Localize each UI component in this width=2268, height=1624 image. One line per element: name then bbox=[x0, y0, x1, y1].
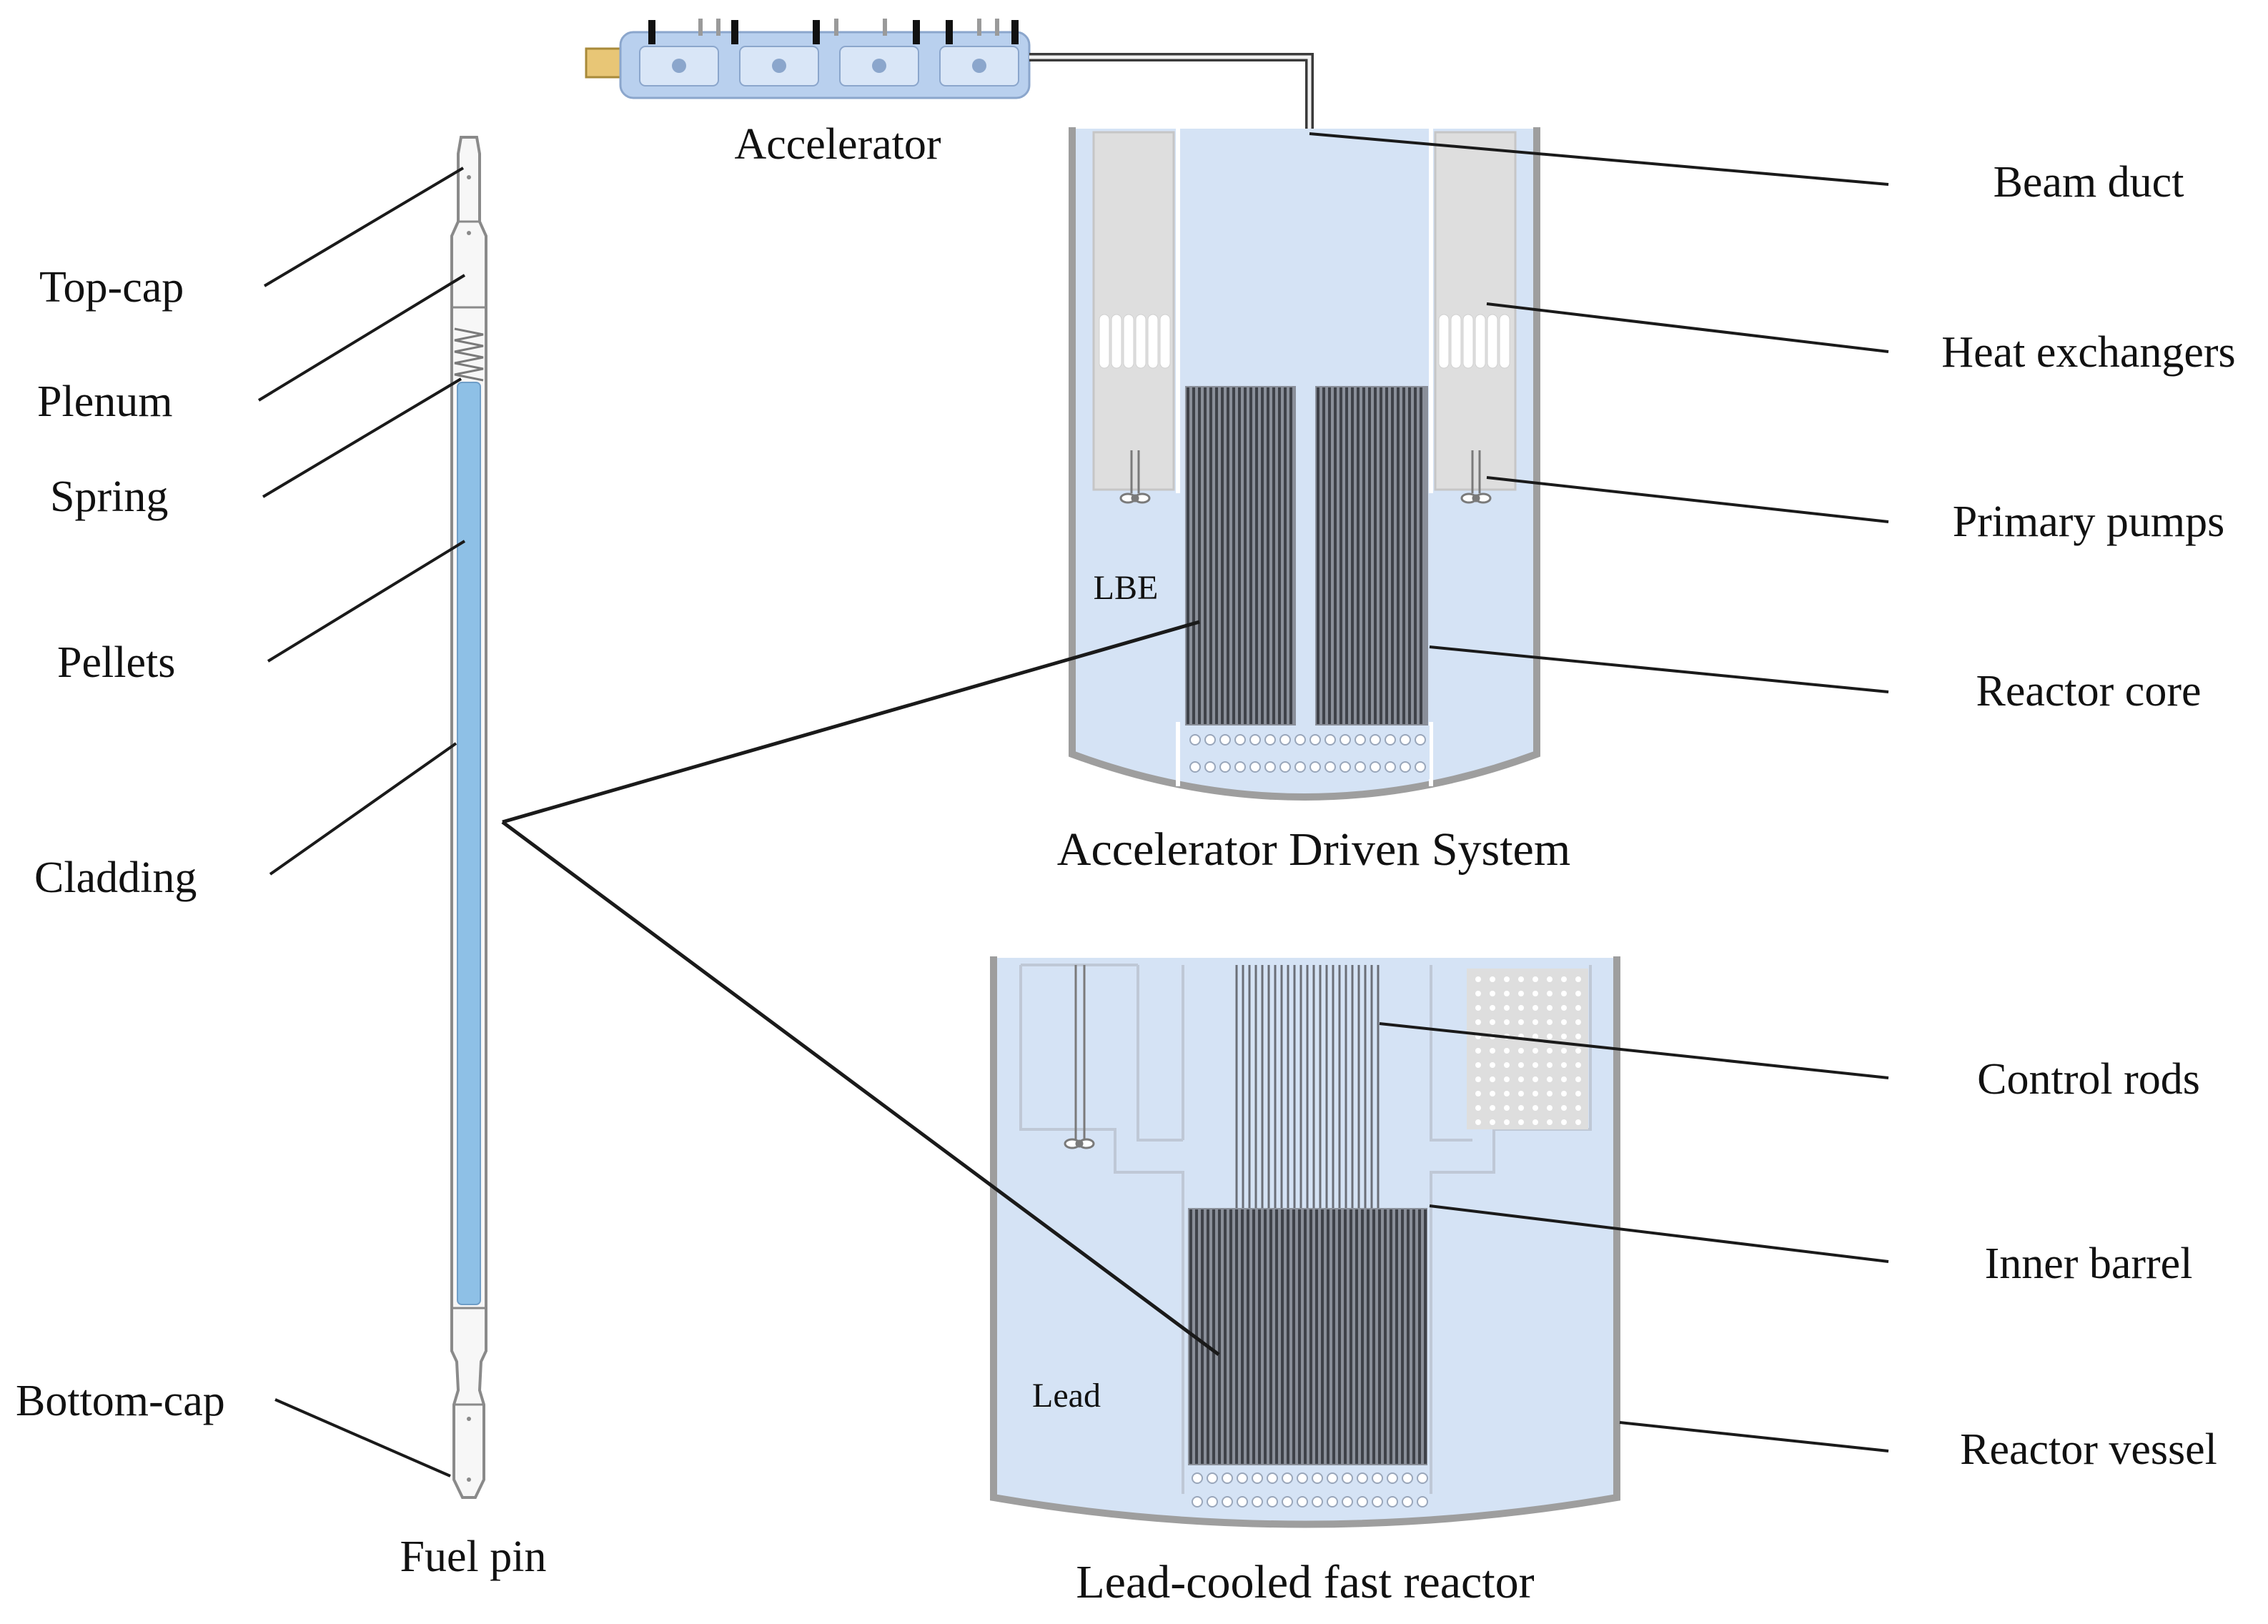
top-cap-label: Top-cap bbox=[39, 263, 184, 312]
fuel-pellet-stack bbox=[457, 382, 481, 1305]
fuel-pin-caption: Fuel pin bbox=[400, 1533, 547, 1581]
plenum-label: Plenum bbox=[37, 377, 172, 426]
cladding-leader bbox=[269, 742, 457, 876]
ads-heat-exchanger-left bbox=[1092, 131, 1175, 491]
control-rods-label: Control rods bbox=[1977, 1055, 2200, 1104]
heat-exchangers-label: Heat exchangers bbox=[1941, 328, 2235, 377]
lfr-caption: Lead-cooled fast reactor bbox=[1076, 1556, 1534, 1608]
lfr-coolant-label: Lead bbox=[1032, 1377, 1101, 1415]
beam-duct-leader bbox=[1309, 132, 1889, 186]
bottom-cap-label: Bottom-cap bbox=[16, 1377, 225, 1425]
ads-reactor-core bbox=[1185, 386, 1428, 726]
spring-leader bbox=[262, 377, 462, 498]
ads-vessel-wall bbox=[1069, 127, 1540, 801]
accelerator-label: Accelerator bbox=[734, 120, 941, 169]
reactor-core-leader bbox=[1429, 645, 1889, 693]
ads-reactor bbox=[1069, 127, 1540, 801]
reactor-vessel-leader bbox=[1619, 1421, 1889, 1452]
primary-pumps-label: Primary pumps bbox=[1953, 497, 2225, 546]
cladding-label: Cladding bbox=[34, 853, 197, 902]
pump-impeller-icon bbox=[1064, 965, 1095, 1149]
pin-to-lfr-core-line bbox=[501, 820, 1220, 1357]
pin-to-ads-core-line bbox=[502, 620, 1200, 824]
reactor-core-label: Reactor core bbox=[1976, 667, 2202, 716]
ads-heat-exchanger-right bbox=[1434, 131, 1517, 491]
lfr-control-rods bbox=[1235, 965, 1380, 1208]
accelerator-module-icon bbox=[585, 19, 1031, 99]
lfr-reactor-core bbox=[1188, 1208, 1427, 1465]
bottom-cap-leader bbox=[274, 1398, 451, 1477]
spring-icon bbox=[454, 327, 484, 382]
plenum-leader bbox=[257, 274, 466, 402]
lfr-heat-exchanger bbox=[1467, 969, 1588, 1129]
pellets-label: Pellets bbox=[57, 638, 175, 687]
beam-duct-label: Beam duct bbox=[1994, 158, 2184, 207]
reactor-vessel-label: Reactor vessel bbox=[1960, 1425, 2217, 1474]
inner-barrel-label: Inner barrel bbox=[1985, 1239, 2193, 1288]
heat-exchanger-tubes-icon bbox=[1099, 314, 1510, 369]
pellets-leader bbox=[267, 540, 466, 663]
inner-barrel-leader bbox=[1429, 1204, 1889, 1263]
lfr-vessel-wall bbox=[990, 956, 1620, 1528]
lfr-inner-barrel bbox=[1019, 964, 1592, 1494]
ads-coolant-label: LBE bbox=[1094, 569, 1159, 607]
pump-impeller-icon bbox=[1119, 450, 1151, 504]
spring-label: Spring bbox=[50, 472, 168, 521]
ads-caption: Accelerator Driven System bbox=[1057, 823, 1570, 876]
top-cap-leader bbox=[263, 167, 465, 287]
heat-exchangers-leader bbox=[1486, 302, 1889, 353]
primary-pumps-leader bbox=[1486, 476, 1889, 523]
fuel-pin bbox=[450, 136, 487, 1499]
lfr-reactor bbox=[990, 956, 1620, 1528]
control-rods-leader bbox=[1379, 1022, 1889, 1079]
ads-inner-barrel bbox=[1176, 129, 1433, 786]
pump-impeller-icon bbox=[1460, 450, 1492, 504]
